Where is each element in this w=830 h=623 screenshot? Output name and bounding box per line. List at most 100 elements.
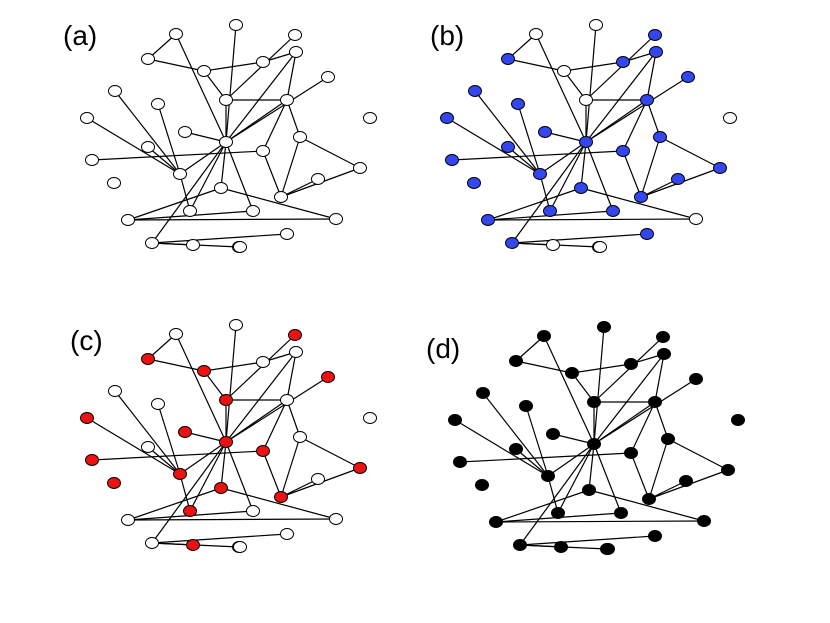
panel-b-edge [487,187,582,221]
panel-b-node [616,145,630,157]
panel-b-node [511,98,525,110]
panel-b-nodes [440,19,737,253]
panel-b-node [529,28,543,40]
panel-d-edge [495,520,705,523]
panel-d-node [476,387,490,399]
panel-b-node [589,19,603,31]
panel-c-edge [225,324,237,443]
panel-c-edge [262,450,282,498]
panel-d-edge [519,535,656,546]
panel-b-edge [539,141,587,175]
panel-a-edge [127,218,337,221]
panel-c-node [353,462,367,474]
panel-d-node [697,515,711,527]
panel-c-edges [86,324,361,548]
panel-d-edge [593,378,697,445]
panel-d-edge [654,353,665,403]
panel-b-node [689,213,703,225]
panel-a-edge [114,90,181,175]
panel-c-edge [220,487,337,520]
panel-d-edge [588,443,595,491]
panel-b-node [579,94,593,106]
panel-a-edge [225,76,329,143]
panel-d-node [656,331,670,343]
panel-c-edge [147,358,205,372]
panel-b-node [445,154,459,166]
panel-b-node [713,162,727,174]
panel-a-edge [184,131,227,143]
panel-d-node [489,516,503,528]
panel-a-label: (a) [63,20,97,51]
panel-a-node [289,46,303,58]
panel-b-node [505,237,519,249]
panel-d-node [448,414,462,426]
panel-c-node [183,505,197,517]
panel-d-edge [648,438,669,500]
panel-c-node [329,513,343,525]
panel-c-edge [189,441,227,512]
panel-a-node [121,214,135,226]
panel-b-node [481,214,495,226]
panel-a-edge [220,187,337,220]
panel-a-edge [280,136,301,198]
panel-a-node [288,29,302,41]
panel-c-node [229,319,243,331]
panel-c-edge [179,441,227,475]
panel-b-node [501,53,515,65]
panel-a-node [274,191,288,203]
panel-b-edge [446,117,541,175]
panel-b-node [671,173,685,185]
panel-b-node [606,205,620,217]
panel-b-edge [511,141,587,244]
panel-d-node [657,348,671,360]
panel-a-edge [203,61,264,72]
panel-b-edges [446,24,721,248]
panel-d-edge [552,433,595,445]
panel-a-nodes [80,19,377,253]
panel-b-node [440,112,454,124]
panel-c-edge [151,533,288,544]
panel-b-node [634,191,648,203]
panel-b-edge [622,99,648,152]
panel-d-edge [667,438,729,471]
panel-b-edge [511,233,648,244]
panel-d-node [601,543,615,555]
panel-b-edge [585,51,657,143]
panel-d-node [513,539,527,551]
panel-d-node [661,433,675,445]
panel-c-edge [262,399,288,452]
panel-b-edge [640,136,661,198]
panel-d-node [689,373,703,385]
panel-d-node [624,447,638,459]
panel-a-edge [286,51,297,101]
panel-d-edge [588,489,705,522]
panel-b-node [501,141,515,153]
panel-d-node [565,367,579,379]
panel-c-edge [127,487,222,521]
panel-b-edge [580,141,587,189]
panel-c-edge [151,441,227,544]
panel-d-edges [454,326,729,550]
panel-c-node [219,436,233,448]
panel-b-node [593,241,607,253]
panel-a-node [280,94,294,106]
panel-a: (a) [63,19,377,253]
panel-a-node [246,205,260,217]
panel-d-node [587,438,601,450]
panel-c-node [246,505,260,517]
panel-b-node [640,94,654,106]
panel-c-edge [147,446,181,475]
panel-d-node [648,396,662,408]
panel-d-node [453,456,467,468]
panel-c-node [145,537,159,549]
panel-a-edge [151,141,227,244]
panel-c-node [363,412,377,424]
panel-b-node [723,112,737,124]
panel-c-edge [184,431,227,443]
panel-d-edge [515,448,549,477]
panel-a-node [214,182,228,194]
panel-a-node [145,237,159,249]
panel-d-node [642,493,656,505]
panel-c-edge [286,399,301,438]
